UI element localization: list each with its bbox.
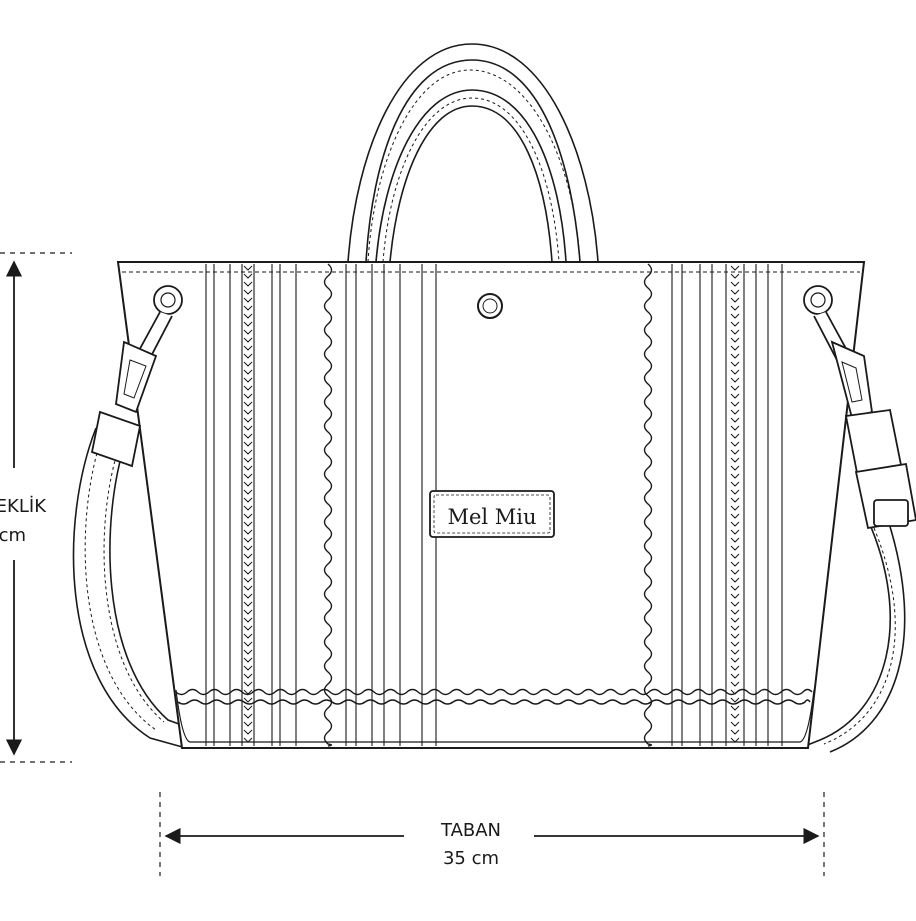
bag-handles	[347, 43, 599, 263]
snap-button-inner	[482, 298, 498, 314]
right-hardware	[803, 285, 916, 530]
snap-button	[477, 293, 503, 319]
base-label: TABAN	[440, 820, 501, 841]
base-dimension	[159, 792, 825, 876]
braided-stripes	[243, 265, 740, 743]
shoulder-strap	[72, 427, 906, 753]
left-strap-end	[90, 410, 142, 468]
left-hardware	[90, 285, 183, 468]
right-buckle	[873, 499, 909, 527]
brand-label: Mel Miu	[447, 505, 536, 529]
vertical-stripes	[205, 264, 783, 746]
brand-tag: Mel Miu	[429, 490, 555, 538]
base-panel	[175, 689, 815, 743]
height-value: cm	[0, 525, 26, 546]
rickrack-trim	[175, 263, 813, 747]
front-handle	[375, 89, 567, 263]
bag-body: Mel Miu	[116, 261, 866, 749]
height-label: YÜKSEKLİK	[0, 495, 47, 517]
height-dimension	[0, 252, 72, 763]
base-value: 35 cm	[443, 848, 499, 869]
